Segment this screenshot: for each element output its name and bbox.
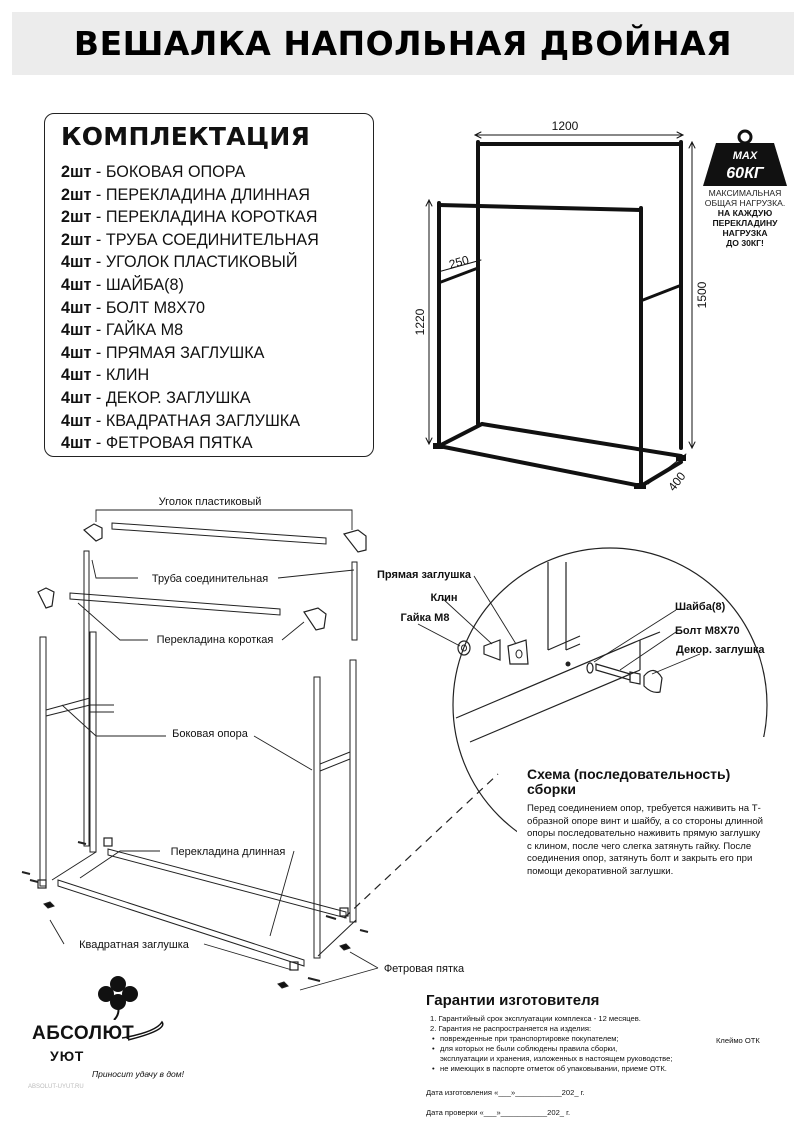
kit-item: 4шт - УГОЛОК ПЛАСТИКОВЫЙ <box>61 253 298 272</box>
leader-lines <box>49 509 379 991</box>
kit-item: 4шт - БОЛТ М8Х70 <box>61 298 205 317</box>
load-note-line: НАГРУЗКА <box>722 228 767 238</box>
kit-item: 2шт - БОКОВАЯ ОПОРА <box>61 163 246 181</box>
weight-badge-value: 60КГ <box>726 165 765 182</box>
assembly-schema-note: Схема (последовательность) сборки Перед … <box>517 737 765 897</box>
label-bolt: Болт М8Х70 <box>675 625 740 637</box>
brand-address: ABSOLUT-UYUT.RU <box>28 1084 84 1090</box>
dim-inner: 250 <box>447 253 470 272</box>
load-note-line: ОБЩАЯ НАГРУЗКА. <box>705 198 785 208</box>
load-note-line: НА КАЖДУЮ <box>718 208 773 218</box>
date-made-line: Дата изготовления «___»___________202_ г… <box>426 1088 585 1097</box>
dim-depth: 400 <box>665 469 689 494</box>
kit-heading: КОМПЛЕКТАЦИЯ <box>61 122 311 151</box>
kit-item: 4шт - ГАЙКА М8 <box>61 321 184 340</box>
label-straight-cap: Прямая заглушка <box>377 569 472 581</box>
dim-height-short: 1220 <box>413 308 427 335</box>
kit-item: 4шт - ПРЯМАЯ ЗАГЛУШКА <box>61 343 265 362</box>
label-long-bar: Перекладина длинная <box>171 846 286 858</box>
warranty-bullet-cont: эксплуатации и хранения, изложенных в на… <box>440 1054 673 1063</box>
label-felt-pad: Фетровая пятка <box>384 963 465 975</box>
dim-height-tall: 1500 <box>695 281 709 308</box>
warranty-bullet: поврежденные при транспортировке покупат… <box>426 1034 786 1044</box>
brand-name-2: УЮТ <box>50 1048 85 1064</box>
load-note-line: ДО 30КГ! <box>726 238 764 248</box>
exploded-view <box>21 522 499 989</box>
warranty-bullet: не имеющих в паспорте отметок об упаковы… <box>426 1064 786 1074</box>
kit-item: 2шт - ПЕРЕКЛАДИНА КОРОТКАЯ <box>61 208 318 227</box>
qc-stamp-label: Клеймо ОТК <box>716 1036 760 1045</box>
kit-item: 4шт - ДЕКОР. ЗАГЛУШКА <box>61 388 251 407</box>
schema-title: Схема (последовательность) сборки <box>527 766 731 797</box>
label-side-support: Боковая опора <box>172 728 249 740</box>
label-wedge: Клин <box>430 592 457 604</box>
label-decor-cap: Декор. заглушка <box>676 644 765 656</box>
detail-circle <box>452 547 768 863</box>
label-short-bar: Перекладина короткая <box>157 634 274 646</box>
kit-item: 4шт - КВАДРАТНАЯ ЗАГЛУШКА <box>61 411 301 430</box>
dim-width: 1200 <box>552 119 579 133</box>
warranty-line: 2. Гарантия не распространяется на издел… <box>430 1024 592 1033</box>
detail-leader-lines <box>417 575 701 675</box>
label-square-cap: Квадратная заглушка <box>79 939 190 951</box>
label-tube: Труба соединительная <box>152 573 268 585</box>
label-corner: Уголок пластиковый <box>159 496 262 508</box>
warranty-line: 1. Гарантийный срок эксплуатации комплек… <box>430 1014 641 1023</box>
kit-list-box: КОМПЛЕКТАЦИЯ 2шт - БОКОВАЯ ОПОРА 2шт - П… <box>44 113 374 457</box>
brand-slogan: Приносит удачу в дом! <box>92 1069 184 1079</box>
warranty-bullet: для которых не были соблюдены правила сб… <box>426 1044 786 1054</box>
kit-item: 2шт - ТРУБА СОЕДИНИТЕЛЬНАЯ <box>61 230 319 249</box>
weight-badge-icon <box>703 129 787 186</box>
kit-item: 4шт - КЛИН <box>61 366 150 385</box>
date-check-line: Дата проверки «___»___________202_ г. <box>426 1108 571 1117</box>
warranty-section: Гарантии изготовителя 1. Гарантийный сро… <box>426 992 786 1074</box>
label-washer: Шайба(8) <box>675 601 726 613</box>
product-dimension-view <box>425 131 696 489</box>
load-note-line: ПЕРЕКЛАДИНУ <box>712 218 778 228</box>
logo-swoosh-icon <box>121 1020 164 1041</box>
title-bar: ВЕШАЛКА НАПОЛЬНАЯ ДВОЙНАЯ <box>12 12 794 75</box>
clover-icon <box>98 976 138 1020</box>
brand-name-1: АБСОЛЮТ <box>32 1023 135 1044</box>
kit-item: 2шт - ПЕРЕКЛАДИНА ДЛИННАЯ <box>61 185 310 204</box>
load-note-line: МАКСИМАЛЬНАЯ <box>709 188 782 198</box>
brand-logo: АБСОЛЮТ УЮТ Приносит удачу в дом! ABSOLU… <box>28 968 188 1098</box>
kit-item: 4шт - ШАЙБА(8) <box>61 275 184 294</box>
schema-text: Перед соединением опор, требуется наживи… <box>527 803 764 877</box>
warranty-title: Гарантии изготовителя <box>426 992 600 1009</box>
kit-item: 4шт - ФЕТРОВАЯ ПЯТКА <box>61 434 253 453</box>
page-title: ВЕШАЛКА НАПОЛЬНАЯ ДВОЙНАЯ <box>73 24 733 63</box>
weight-badge-max: MAX <box>733 150 758 162</box>
label-nut: Гайка М8 <box>401 612 450 624</box>
